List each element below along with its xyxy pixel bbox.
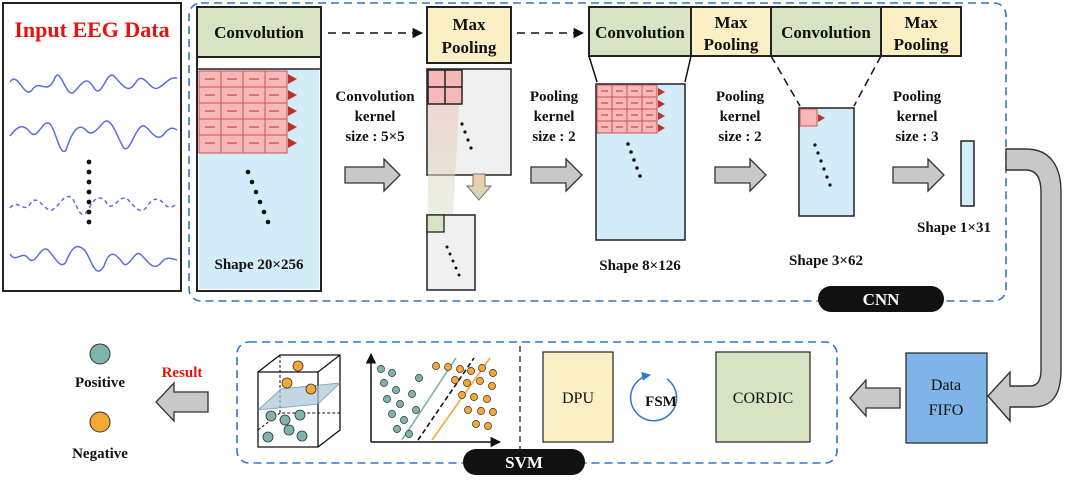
fsm-cycle-icon: [629, 371, 678, 422]
input-eeg-title: Input EEG Data: [14, 17, 169, 42]
svm-panel: [236, 341, 838, 464]
eeg-waveforms: [9, 74, 178, 272]
param-conv-kernel: Convolution kernel size : 5×5: [335, 89, 415, 145]
svg-text:kernel: kernel: [355, 109, 396, 125]
svg-text:Data: Data: [931, 377, 961, 394]
fsm-block: FSM: [629, 371, 678, 422]
svg-text:Pooling: Pooling: [716, 89, 765, 105]
shape-label-1: Shape 20×256: [215, 257, 304, 273]
shape-label-3: Shape 3×62: [789, 253, 863, 269]
data-fifo: Data FIFO: [905, 352, 988, 444]
feature-map-2: [595, 83, 686, 241]
cnn-badge: CNN: [818, 286, 944, 312]
positive-label: Positive: [75, 375, 125, 391]
dpu-block: DPU: [542, 351, 614, 443]
feature-vector-final: [960, 140, 975, 207]
eeg-wave-1: [9, 74, 178, 94]
svg-text:Pooling: Pooling: [442, 38, 497, 57]
conv-layer-2: Convolution: [588, 6, 692, 57]
feature-map-3: [798, 107, 855, 217]
pool-down-arrow: [465, 173, 493, 201]
result-label: Result: [162, 365, 203, 381]
kernel-grid-1: [198, 70, 297, 154]
param-pool-kernel-1: Pooling kernel size : 2: [530, 89, 579, 145]
flow-arrow-result: [155, 381, 209, 423]
svg-text:Pooling: Pooling: [704, 35, 759, 54]
positive-marker: [89, 343, 111, 365]
svm-badge: SVM: [463, 449, 585, 475]
flow-arrow-fifo-svm: [849, 378, 901, 418]
svg-text:FIFO: FIFO: [929, 402, 964, 419]
svg-text:size : 2: size : 2: [718, 129, 761, 145]
svg-text:Pooling: Pooling: [894, 35, 949, 54]
eeg-wave-4: [9, 245, 178, 272]
svg-text:DPU: DPU: [562, 390, 594, 407]
svg-text:FSM: FSM: [645, 394, 677, 410]
svg-text:Max: Max: [904, 13, 938, 32]
shape-label-4: Shape 1×31: [917, 220, 991, 236]
svg-text:Convolution: Convolution: [335, 89, 415, 105]
conv-layer-3: Convolution: [770, 6, 882, 57]
conv-layer-2-header: [588, 6, 692, 57]
flow-arrow-3: [714, 157, 767, 193]
flow-arrow-4: [892, 157, 945, 193]
pool-layer-3: Max Pooling: [880, 6, 962, 57]
feature-map-1-ellipsis: [245, 169, 271, 225]
svg-text:size : 5×5: size : 5×5: [345, 129, 404, 145]
pool-layer-1: Max Pooling: [426, 6, 512, 291]
negative-label: Negative: [72, 446, 128, 462]
negative-marker: [89, 411, 111, 433]
svg-text:kernel: kernel: [534, 109, 575, 125]
conv-layer-3-header: [770, 6, 882, 57]
flow-arrow-2: [530, 157, 583, 193]
param-pool-kernel-3: Pooling kernel size : 3: [893, 89, 942, 145]
eeg-wave-2: [9, 120, 178, 153]
shape-label-2: Shape 8×126: [599, 258, 681, 274]
svg-text:CNN: CNN: [863, 290, 901, 309]
svm-hyperplane: [256, 382, 342, 411]
svg-text:Pooling: Pooling: [530, 89, 579, 105]
eeg-wave-3: [9, 195, 178, 216]
svg-text:Max: Max: [452, 15, 486, 34]
pool-window: [427, 69, 463, 105]
svg-text:SVM: SVM: [505, 453, 543, 472]
conv-layer-1-label: Convolution: [214, 23, 304, 42]
pool-layer-2: Max Pooling: [690, 6, 772, 57]
svm-3d-plot: [256, 354, 342, 448]
cordic-block: CORDIC: [715, 351, 811, 443]
svm-2d-plot: [365, 352, 502, 448]
svg-text:size : 2: size : 2: [532, 129, 575, 145]
svg-text:CORDIC: CORDIC: [733, 390, 793, 407]
svg-text:Pooling: Pooling: [893, 89, 942, 105]
pool-projection: [428, 90, 460, 232]
result-legend: Positive Negative: [72, 343, 128, 462]
conv-layer-1: Convolution: [196, 6, 322, 292]
cnn-panel: [188, 2, 1007, 302]
svg-text:Convolution: Convolution: [781, 23, 871, 42]
conv-layer-1-header: [196, 6, 322, 58]
pool-layer-3-header: [880, 6, 962, 57]
input-eeg-panel: Input EEG Data: [2, 2, 182, 292]
svg-text:Convolution: Convolution: [595, 23, 685, 42]
curved-arrow-to-fifo: [987, 148, 1062, 423]
param-pool-kernel-2: Pooling kernel size : 2: [716, 89, 765, 145]
pool-layer-1-header: [426, 6, 512, 64]
eeg-ellipsis: [86, 159, 92, 225]
svg-text:kernel: kernel: [720, 109, 761, 125]
svg-text:kernel: kernel: [897, 109, 938, 125]
flow-arrow-1: [344, 157, 401, 193]
svg-text:Max: Max: [714, 13, 748, 32]
svg-text:size : 3: size : 3: [895, 129, 938, 145]
